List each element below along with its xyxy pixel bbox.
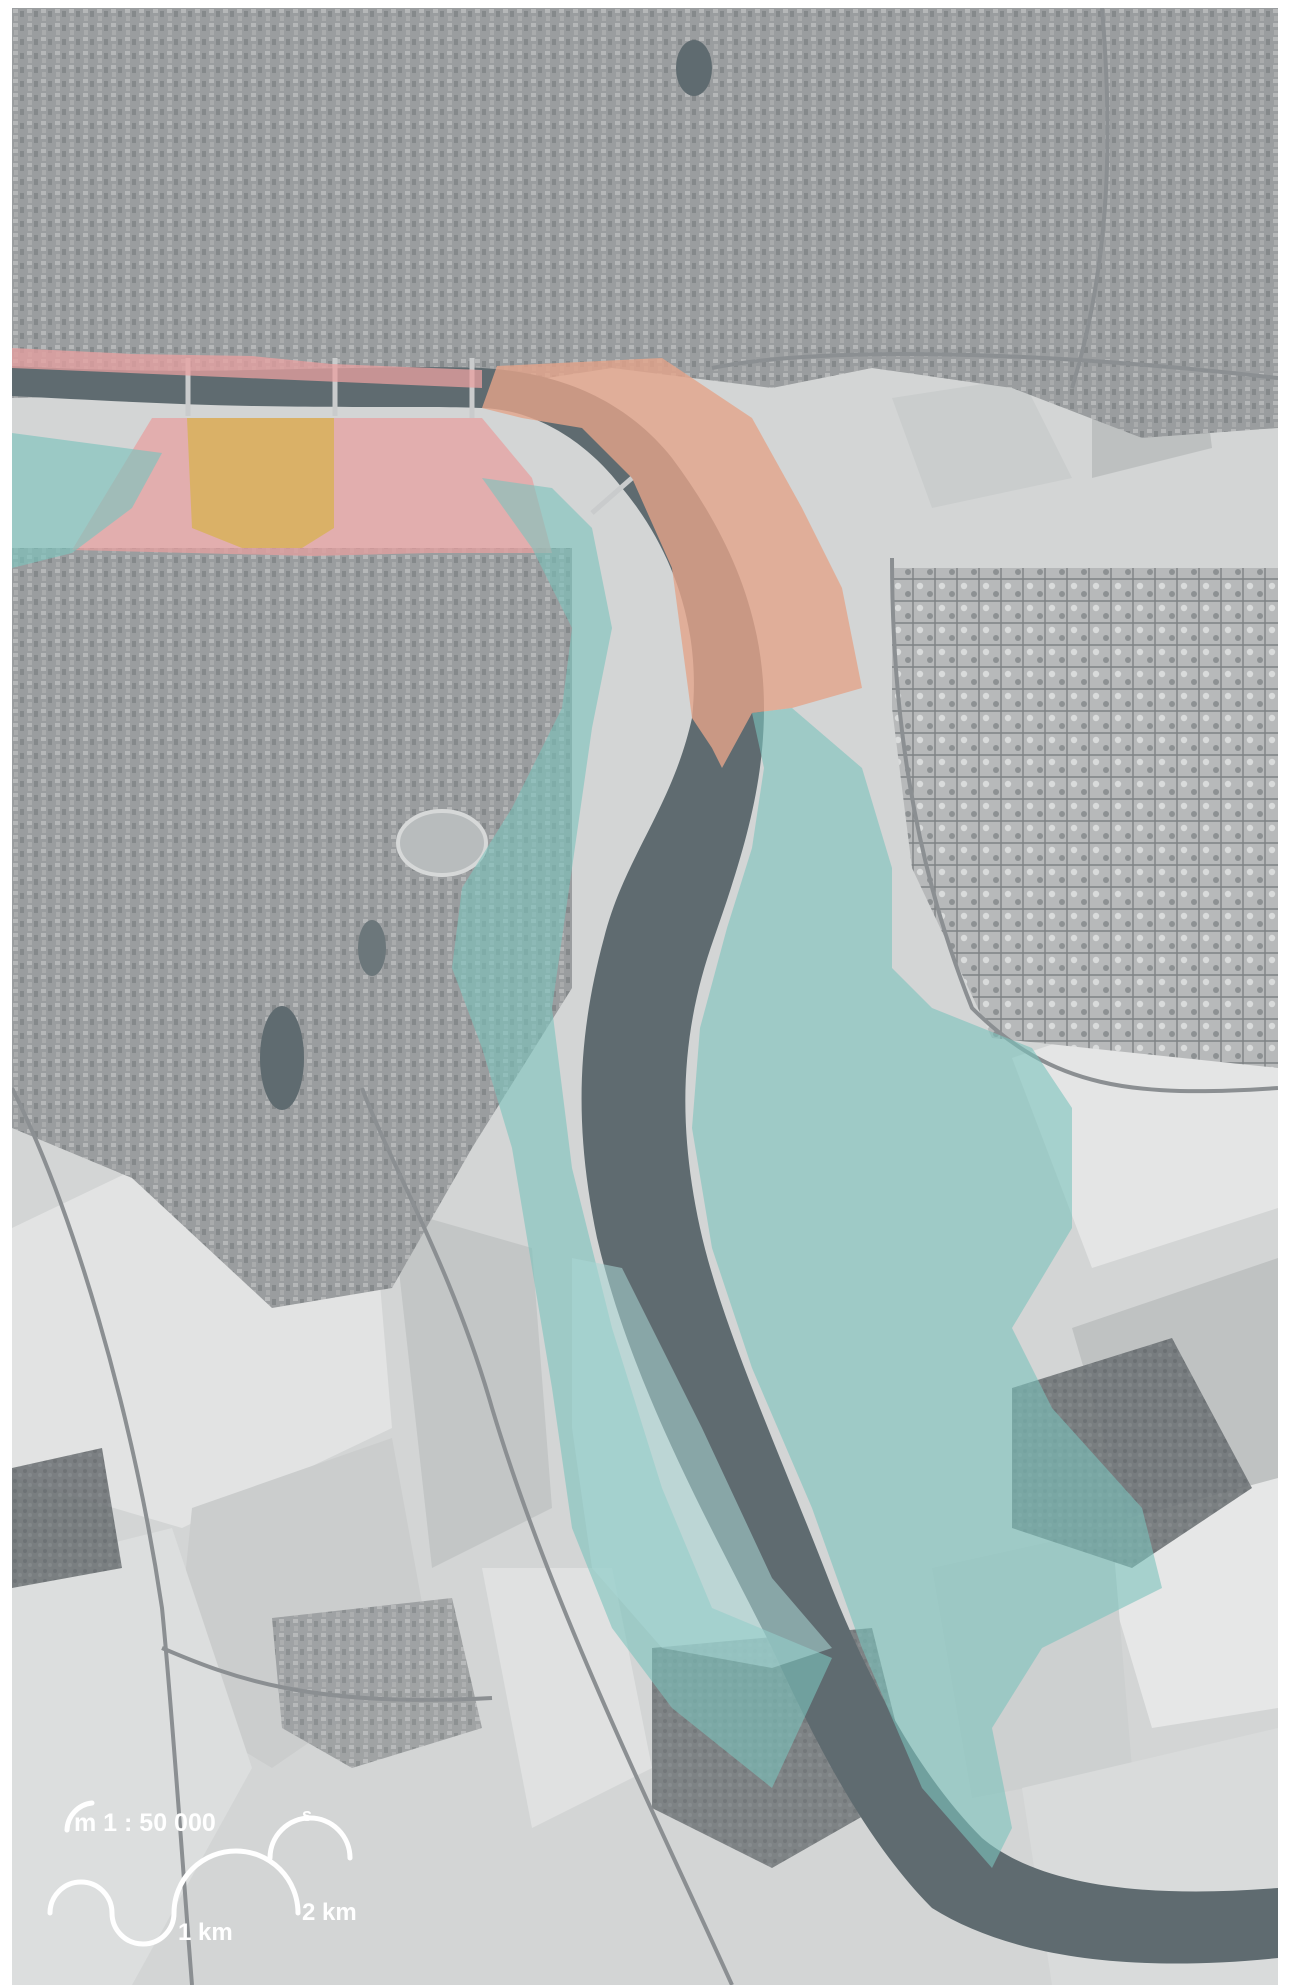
scale-ratio: m 1 : 50 000 (74, 1809, 216, 1837)
zone-orange-port[interactable] (482, 358, 862, 768)
refinery-area (892, 568, 1278, 1068)
north-arrow-arc (267, 1815, 353, 1861)
zone-teal-west[interactable] (12, 433, 162, 568)
zone-red-north-bank[interactable] (12, 348, 482, 388)
lake (358, 920, 386, 976)
aerial-map[interactable]: m 1 : 50 000 s 1 km 2 km (12, 8, 1278, 1985)
zone-teal-left-bank[interactable] (452, 478, 832, 1788)
zone-teal-island[interactable] (572, 1258, 832, 1668)
racetrack (396, 809, 488, 877)
zone-teal-right-bank[interactable] (692, 708, 1162, 1868)
danube-river (12, 366, 1278, 1964)
urban-area-north (12, 8, 1278, 438)
roads (12, 8, 1278, 1985)
lake (260, 1006, 304, 1110)
scale-tick-1km: 1 km (178, 1919, 233, 1946)
scale-tick-2km: 2 km (302, 1899, 357, 1926)
scale-arc-left (64, 1800, 95, 1833)
urban-area-southwest (12, 548, 572, 1308)
scale-bar-wave (47, 1848, 301, 1947)
village-area (272, 1598, 482, 1768)
zone-overlays (12, 348, 1162, 1868)
scale-legend: m 1 : 50 000 s 1 km 2 km (47, 1800, 357, 1947)
north-arrow-label: s (302, 1805, 312, 1825)
lake (676, 40, 712, 96)
map-frame: m 1 : 50 000 s 1 km 2 km (12, 8, 1278, 1985)
zone-yellow[interactable] (187, 418, 334, 548)
